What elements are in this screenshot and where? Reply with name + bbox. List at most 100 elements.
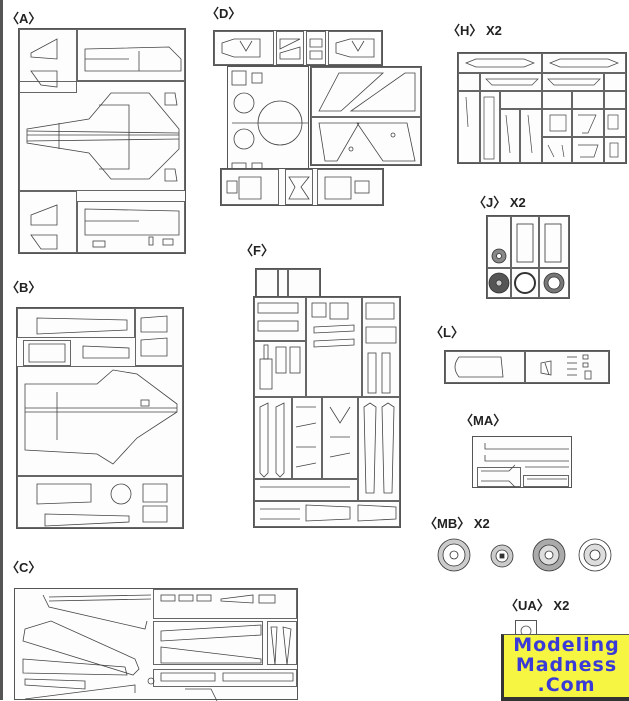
sprue-d-cell-13 <box>221 169 279 205</box>
sprue-d-top-drawing <box>221 38 375 60</box>
sprue-a-parts-drawing <box>26 38 182 250</box>
sprue-h-cell-19-21 <box>572 91 604 109</box>
sprue-f-cell-bottom-small <box>254 479 358 501</box>
sprue-h-cell-17-18 <box>542 91 572 109</box>
sprue-f-cell-mid <box>306 297 362 397</box>
sprue-mb-wheels <box>437 538 612 572</box>
sprue-c <box>14 588 298 701</box>
sprue-a <box>18 28 186 254</box>
sprue-c-cell-flaps <box>153 669 297 687</box>
modeling-madness-watermark: Modeling Madness .Com <box>501 634 629 701</box>
sprue-h-cell-11 <box>500 109 520 163</box>
sprue-j-cell-3 <box>539 216 569 268</box>
sprue-d-cell-18-19 <box>306 31 326 65</box>
sprue-ma-parts-drawing <box>481 443 569 488</box>
sprue-c-cell-wings <box>153 621 263 665</box>
sprue-a-cell-bay <box>77 201 185 253</box>
sprue-f-cell-missiles <box>358 397 400 501</box>
page-edge-shadow <box>0 0 3 700</box>
sprue-h-parts-drawing <box>465 58 619 160</box>
sprue-d-top <box>213 30 383 66</box>
watermark-line-1: Modeling <box>513 634 620 656</box>
sprue-d-left <box>227 66 309 186</box>
sprue-h-cell-1 <box>458 53 542 73</box>
sprue-h-cell-12 <box>520 109 542 163</box>
sprue-f-cell-7-8 <box>254 297 306 341</box>
sprue-b <box>16 307 184 529</box>
sprue-ma <box>472 436 572 488</box>
sprue-h-cell-2-3 <box>458 73 480 91</box>
sprue-d-cell-6-8 <box>311 117 421 165</box>
sprue-h-cell-8 <box>480 91 500 163</box>
sprue-h-cell-13 <box>542 53 626 73</box>
sprue-h <box>457 52 627 164</box>
sprue-d-left-drawing <box>231 70 308 178</box>
sprue-h-cell-23 <box>542 109 572 137</box>
sprue-b-cell-2-3 <box>135 308 183 366</box>
sprue-f-cell-rails <box>254 501 400 527</box>
sprue-f-cell-1 <box>256 269 278 297</box>
sprue-f-cell-tanks <box>254 397 292 479</box>
sprue-d-cell-20 <box>328 31 382 65</box>
sprue-label-d: 〈D〉 <box>206 6 242 21</box>
sprue-label-c: 〈C〉 <box>6 560 42 575</box>
sprue-f-parts-drawing <box>257 302 397 522</box>
sprue-j-cell-1 <box>487 216 511 268</box>
sprue-f-cell-9-13 <box>254 341 306 397</box>
sprue-b-cell-fuselage <box>17 366 183 476</box>
sprue-h-cell-14 <box>542 73 604 91</box>
sprue-h-cell-25-26 <box>542 137 572 163</box>
sprue-f-cell-2 <box>278 269 288 297</box>
sprue-h-cell-5-7 <box>458 91 480 163</box>
sprue-a-cell-cockpit <box>77 29 185 81</box>
sprue-f-top <box>255 268 321 298</box>
sprue-l-cell-2-15 <box>525 351 609 383</box>
sprue-c-parts-drawing <box>22 594 294 701</box>
sprue-label-f: 〈F〉 <box>240 243 274 258</box>
sprue-d-cell-15 <box>214 31 274 65</box>
sprue-f-cell-gear <box>322 397 358 479</box>
sprue-a-cell-fins <box>19 191 77 253</box>
sprue-h-cell-4 <box>480 73 542 91</box>
sprue-c-cell-struts <box>267 621 297 665</box>
sprue-a-cell-fuselage <box>19 81 185 191</box>
sprue-d-cell-14 <box>285 169 313 205</box>
sprue-h-cell-9-10 <box>500 91 542 109</box>
sprue-j-parts-drawing <box>488 223 565 294</box>
sprue-h-cell-15-16 <box>604 73 626 91</box>
sprue-h-cell-28 <box>604 109 626 137</box>
sprue-f <box>253 296 401 528</box>
sprue-d-right <box>310 66 422 166</box>
sprue-h-cell-29 <box>604 137 626 163</box>
sprue-d-cell-16-17 <box>276 31 304 65</box>
sprue-f-cell-right <box>362 297 400 397</box>
sprue-j-cell-2 <box>511 216 539 268</box>
sprue-h-cell-22 <box>604 91 626 109</box>
sprue-label-mb: 〈MB〉 X2 <box>424 516 490 531</box>
wheel-mb-1 <box>437 538 471 572</box>
sprue-l <box>444 350 610 384</box>
sprue-a-cell-intakes <box>19 29 77 93</box>
sprue-d-cell-5-7 <box>311 67 421 117</box>
sprue-l-cell-1 <box>445 351 525 383</box>
sprue-label-j: 〈J〉 X2 <box>473 195 526 210</box>
sprue-label-a: 〈A〉 <box>6 11 42 26</box>
sprue-j-cell-4 <box>487 268 511 298</box>
wheel-mb-4 <box>578 538 612 572</box>
wheel-mb-3 <box>532 538 566 572</box>
sprue-j <box>486 215 570 299</box>
sprue-label-ua: 〈UA〉 X2 <box>505 598 570 613</box>
sprue-h-cell-27 <box>572 137 604 163</box>
watermark-line-2: Madness <box>515 654 618 676</box>
wheel-mb-2 <box>490 544 514 568</box>
sprue-label-l: 〈L〉 <box>430 325 464 340</box>
sprue-b-cell-bottom <box>17 476 183 528</box>
sprue-b-cell-4 <box>23 340 71 366</box>
sprue-label-b: 〈B〉 <box>6 280 42 295</box>
sprue-d-cell-15b <box>317 169 383 205</box>
sprue-ma-cell-3-4 <box>477 467 521 487</box>
sprue-l-parts-drawing <box>454 354 592 380</box>
sprue-b-cell-1 <box>17 308 135 338</box>
sprue-c-cell-small-parts <box>153 589 297 619</box>
sprue-f-cell-3-6 <box>288 269 320 297</box>
